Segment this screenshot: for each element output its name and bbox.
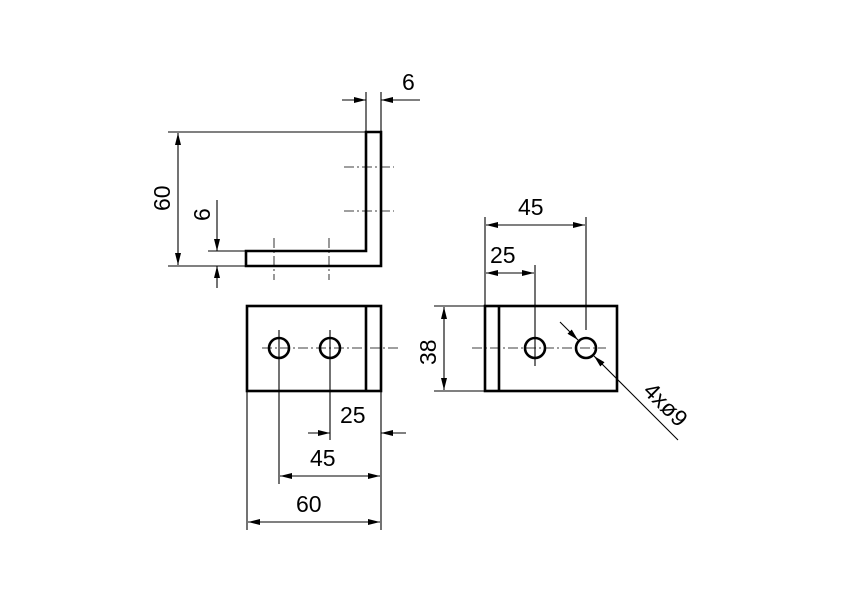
hole-diameter-label: 4xø9 bbox=[638, 377, 693, 432]
dim-6-base-label: 6 bbox=[189, 208, 215, 221]
dim-45-end-label: 45 bbox=[518, 194, 544, 220]
dim-60-bottom-label: 60 bbox=[296, 491, 322, 517]
dim-6-top-label: 6 bbox=[402, 69, 415, 95]
side-view-profile bbox=[244, 130, 383, 268]
dim-25-end-label: 25 bbox=[490, 242, 516, 268]
end-view-outline bbox=[483, 304, 619, 393]
dim-38-end-label: 38 bbox=[415, 339, 441, 365]
hole-diameter-leader bbox=[559, 321, 579, 341]
dim-25-bottom-label: 25 bbox=[340, 402, 366, 428]
end-view: 45 25 38 4xø9 bbox=[415, 194, 693, 441]
side-view: 6 60 6 bbox=[149, 69, 420, 288]
dim-45-bottom-label: 45 bbox=[310, 445, 336, 471]
dim-60-side-label: 60 bbox=[149, 185, 175, 211]
hole-diameter-leader bbox=[593, 355, 679, 441]
bottom-view-outline bbox=[245, 304, 383, 393]
bottom-view: 25 45 60 bbox=[245, 304, 406, 530]
